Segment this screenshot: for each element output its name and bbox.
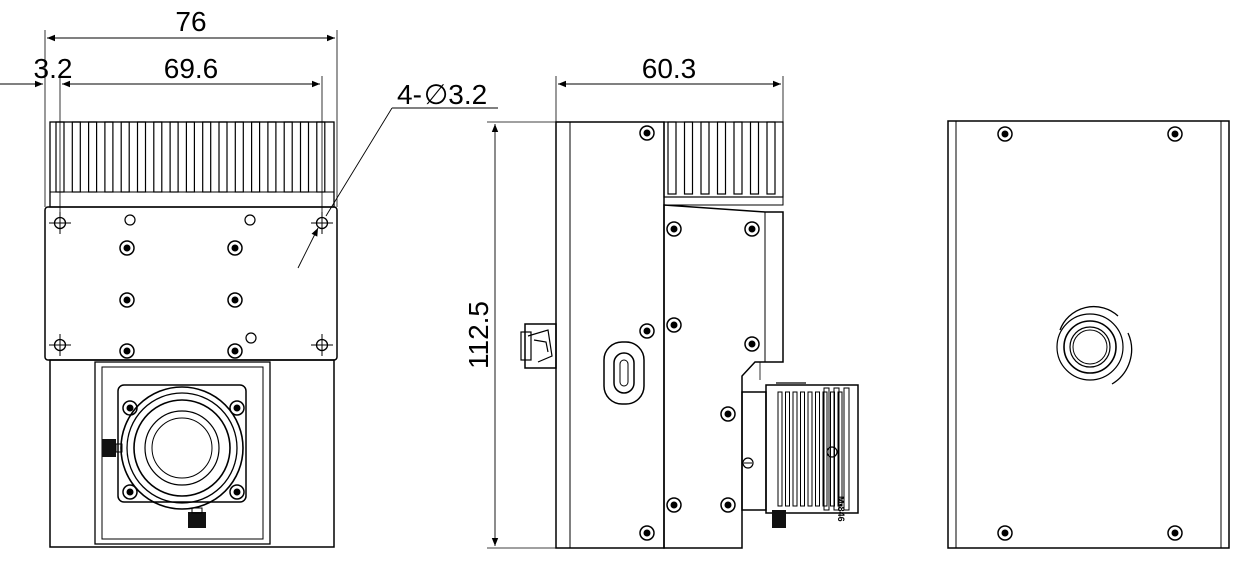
fin: [749, 121, 760, 195]
fin: [700, 121, 710, 195]
fin: [823, 387, 830, 511]
fin: [837, 391, 843, 507]
dim-side-depth: 60.3: [642, 53, 697, 84]
fin: [136, 121, 147, 193]
dim-height: 112.5: [463, 301, 494, 369]
fin: [185, 121, 195, 193]
fin: [716, 121, 727, 195]
dim-hole-spacing: 69.6: [164, 53, 219, 84]
side-dimensions: [487, 76, 784, 549]
fin: [822, 391, 828, 507]
front-dimensions: [0, 30, 498, 269]
lens-marking: M•846: [836, 496, 846, 522]
back-screws: [997, 126, 1183, 541]
fin: [733, 121, 743, 195]
fin: [234, 121, 244, 193]
back-connector: [1056, 305, 1133, 385]
side-connector: [520, 323, 557, 369]
fin: [218, 121, 228, 193]
front-view: 76 3.2 69.6 4-∅3.2: [0, 6, 498, 548]
fin: [120, 121, 130, 193]
dim-overall-width: 76: [175, 6, 206, 37]
fin: [153, 121, 163, 193]
hole-diameter: ∅3.2: [424, 79, 487, 110]
fin: [667, 121, 677, 195]
fin: [169, 121, 179, 193]
fin: [843, 387, 850, 511]
front-plate-screws: [119, 214, 257, 359]
side-screws: [639, 125, 760, 541]
side-view: M•846 60.3 112.5: [463, 53, 859, 549]
side-heatsink: [663, 121, 784, 206]
fin: [800, 391, 805, 507]
dim-hole-offset: 3.2: [34, 53, 73, 84]
front-mounting-plate: [44, 206, 338, 361]
fin: [71, 121, 81, 193]
side-lens: M•846: [741, 382, 859, 528]
fin: [267, 121, 277, 193]
fin: [777, 391, 783, 507]
fin: [283, 121, 293, 193]
fin: [299, 121, 310, 193]
front-mount-holes: [48, 211, 334, 357]
fin: [87, 121, 98, 193]
fin: [785, 391, 790, 507]
fin: [251, 121, 261, 193]
fin: [833, 387, 840, 511]
fin: [202, 121, 212, 193]
side-main-body: [555, 121, 665, 549]
fin: [815, 391, 820, 507]
back-view: [947, 120, 1230, 549]
fin: [316, 121, 326, 193]
front-lens: [102, 386, 244, 528]
back-body: [947, 120, 1230, 549]
fin: [104, 121, 114, 193]
fin: [792, 391, 798, 507]
dim-hole-callout: 4-∅3.2: [397, 79, 487, 110]
front-heatsink: [49, 121, 335, 208]
fin: [766, 121, 776, 195]
fin: [683, 121, 694, 195]
hole-count: 4-: [397, 79, 422, 110]
fin: [807, 391, 813, 507]
side-usb-port: [603, 341, 645, 405]
side-sensor-housing: [663, 204, 784, 549]
